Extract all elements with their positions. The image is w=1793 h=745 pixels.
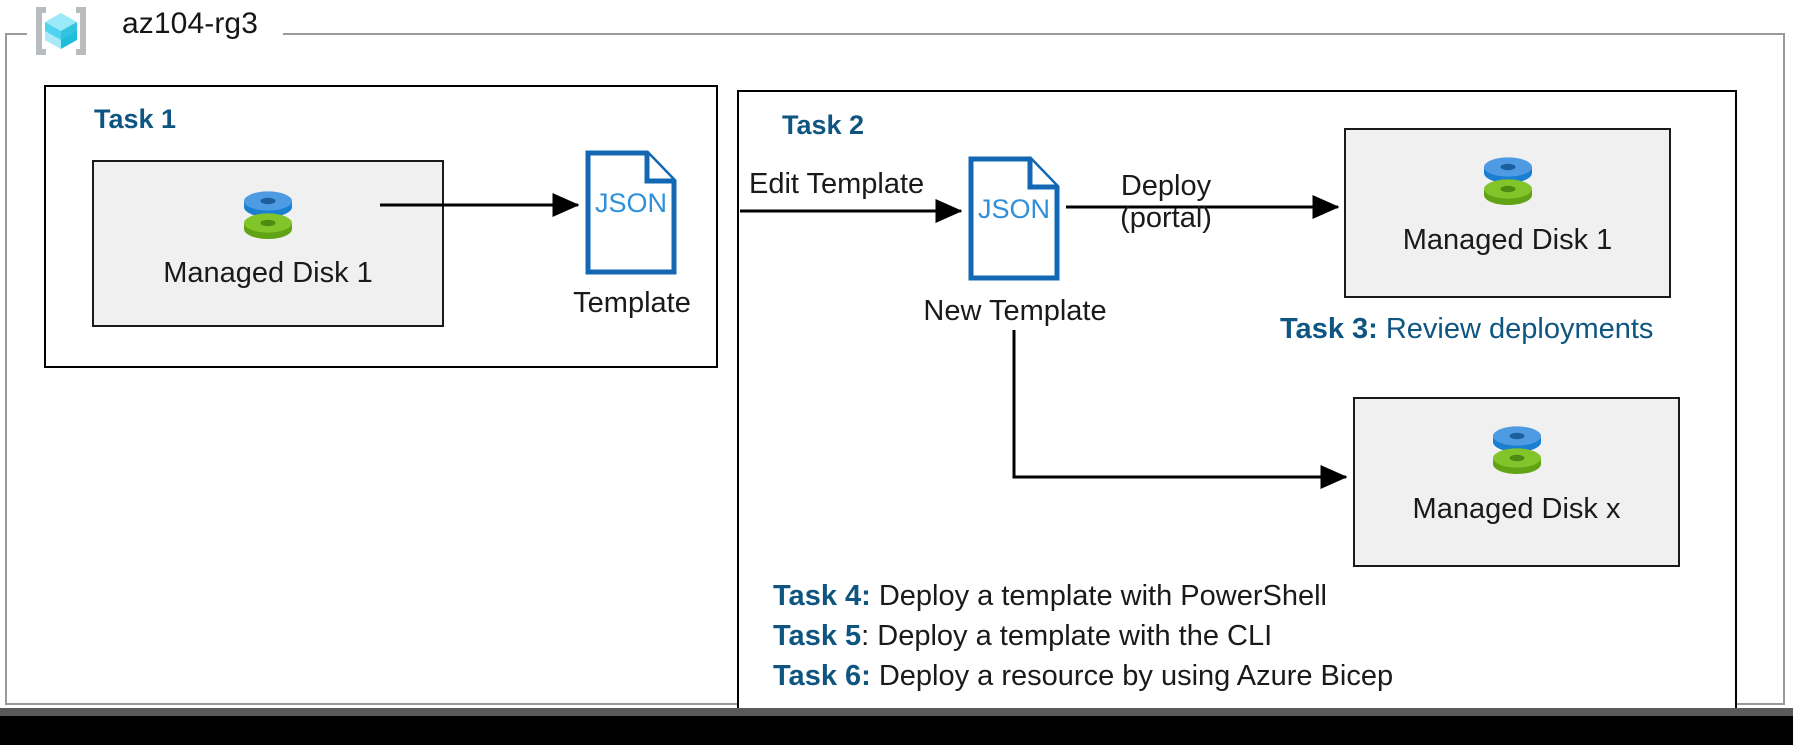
frame-top-left-segment <box>5 33 27 35</box>
task-5-text: : Deploy a template with the CLI <box>861 620 1273 652</box>
json-document-icon-template[interactable]: JSON <box>585 150 677 275</box>
svg-text:JSON: JSON <box>595 188 667 218</box>
svg-text:JSON: JSON <box>978 194 1050 224</box>
resource-label: Managed Disk x <box>1412 493 1621 525</box>
task-6-text: Deploy a resource by using Azure Bicep <box>870 660 1394 692</box>
note-task-5: Task 5: Deploy a template with the CLI <box>773 620 1272 653</box>
new-template-caption: New Template <box>923 295 1107 327</box>
task-3-text: Review deployments <box>1377 313 1654 345</box>
task-2-heading: Task 2 <box>782 110 865 140</box>
resource-label: Managed Disk 1 <box>163 257 373 289</box>
json-document-icon-new-template[interactable]: JSON <box>968 156 1060 281</box>
frame-top-right-segment <box>283 33 1785 35</box>
task-3-tag: Task 3: <box>1280 313 1378 345</box>
connector-label-edit-template: Edit Template <box>749 168 925 200</box>
task-4-tag: Task 4: <box>773 580 871 612</box>
note-task-3: Task 3: Review deployments <box>1280 313 1653 346</box>
resource-box-managed-disk-1-source[interactable]: Managed Disk 1 <box>92 160 444 327</box>
template-caption: Template <box>573 287 691 319</box>
note-task-6: Task 6: Deploy a resource by using Azure… <box>773 660 1393 693</box>
managed-disk-icon <box>1486 415 1548 477</box>
deploy-label-line-2: (portal) <box>1120 202 1212 235</box>
resource-group-name: az104-rg3 <box>122 7 258 40</box>
window-bottom-shadow <box>0 708 1793 716</box>
task-1-heading: Task 1 <box>94 104 177 134</box>
managed-disk-icon <box>237 180 299 242</box>
managed-disk-icon <box>1477 146 1539 208</box>
azure-resource-group-cube-icon <box>32 4 90 58</box>
resource-box-managed-disk-x[interactable]: Managed Disk x <box>1353 397 1680 567</box>
resource-label: Managed Disk 1 <box>1402 224 1613 256</box>
task-6-tag: Task 6: <box>773 660 871 692</box>
note-task-4: Task 4: Deploy a template with PowerShel… <box>773 580 1327 613</box>
deploy-label-line-1: Deploy <box>1120 170 1212 202</box>
resource-box-managed-disk-1-deployed[interactable]: Managed Disk 1 <box>1344 128 1671 298</box>
connector-label-deploy-portal: Deploy (portal) <box>1101 170 1231 235</box>
window-bottom-bar <box>0 716 1793 745</box>
task-4-text: Deploy a template with PowerShell <box>870 580 1327 612</box>
task-5-tag: Task 5 <box>773 620 862 652</box>
